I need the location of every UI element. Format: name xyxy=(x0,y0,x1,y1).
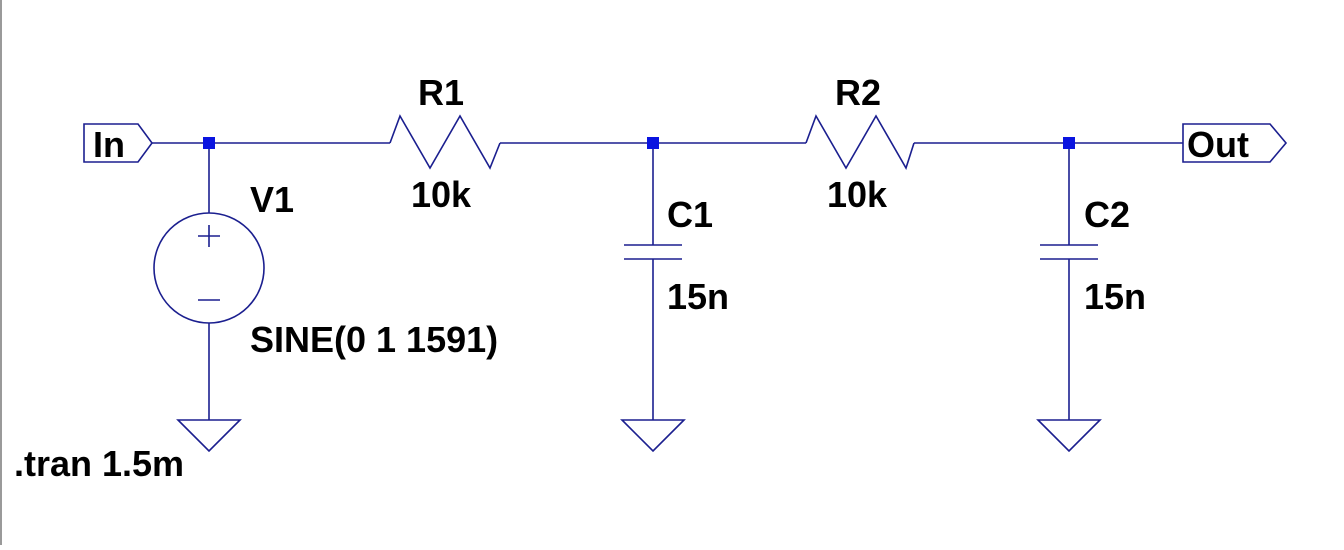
ground-symbols xyxy=(176,419,1102,453)
capacitor-c1[interactable]: C1 15n xyxy=(624,194,729,317)
ground-icon-v1[interactable] xyxy=(176,419,242,453)
junction-in-node[interactable] xyxy=(203,137,215,149)
capacitor-c1-name: C1 xyxy=(667,194,713,235)
ground-icon-c2[interactable] xyxy=(1036,419,1102,453)
junction-mid-node[interactable] xyxy=(647,137,659,149)
voltage-source-v1[interactable]: V1 SINE(0 1 1591) xyxy=(153,179,498,360)
resistor-r1-value: 10k xyxy=(411,174,472,215)
output-port-flag-shape xyxy=(1182,123,1288,163)
spice-directive[interactable]: .tran 1.5m xyxy=(14,443,184,484)
capacitor-c2-name: C2 xyxy=(1084,194,1130,235)
resistor-r1[interactable]: R1 10k xyxy=(389,72,501,215)
input-port[interactable]: In xyxy=(83,123,153,165)
resistor-r2-value: 10k xyxy=(827,174,888,215)
input-port-label: In xyxy=(93,124,125,165)
resistor-r2-name: R2 xyxy=(835,72,881,113)
output-port[interactable]: Out xyxy=(1182,123,1288,165)
capacitor-c2-value: 15n xyxy=(1084,276,1146,317)
junction-out-node[interactable] xyxy=(1063,137,1075,149)
junctions xyxy=(203,137,1075,149)
voltage-source-name: V1 xyxy=(250,179,294,220)
capacitor-c2[interactable]: C2 15n xyxy=(1040,194,1146,317)
ground-icon-c1[interactable] xyxy=(620,419,686,453)
resistor-r2-symbol xyxy=(805,114,915,170)
input-port-flag-shape xyxy=(83,123,153,163)
resistor-r2[interactable]: R2 10k xyxy=(805,72,915,215)
output-port-label: Out xyxy=(1187,124,1249,165)
resistor-r1-symbol xyxy=(389,114,501,170)
resistor-r1-name: R1 xyxy=(418,72,464,113)
voltage-source-circle xyxy=(153,212,265,324)
capacitor-c1-value: 15n xyxy=(667,276,729,317)
voltage-source-value: SINE(0 1 1591) xyxy=(250,319,498,360)
